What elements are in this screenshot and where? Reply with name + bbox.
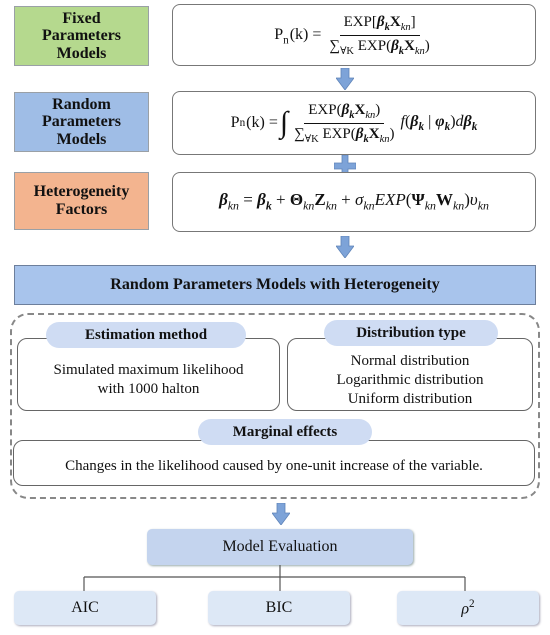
down-arrow-3 [272,503,290,525]
down-arrow-2 [336,236,354,258]
fixed-label-line3: Models [56,44,107,62]
random-f: f [400,112,405,130]
random-lhs: P [230,114,240,131]
plus-icon [334,155,356,177]
banner-text: Random Parameters Models with Heterogene… [110,276,440,293]
fixed-fraction: EXP[βkXkn] ∑∀K EXP(βkXkn) [329,13,430,57]
fixed-label-line1: Fixed [62,9,101,27]
marginal-title-text: Marginal effects [232,423,338,440]
rho-superscript: 2 [469,597,475,610]
random-lhs-arg: (k) = [246,114,278,131]
metric-bic: BIC [208,591,350,625]
distribution-item-uniform: Uniform distribution [347,390,473,407]
random-label-line1: Random [52,95,111,113]
integral-sign: ∫ [279,106,289,139]
random-fraction: EXP(βkXkn) ∑∀K EXP(βkXkn) [294,101,395,145]
fixed-lhs-arg: (k) = [289,25,322,43]
hetero-formula-box: βkn = βk + ΘknZkn + σknEXP(ΨknWkn)υkn [172,172,536,232]
distribution-item-normal: Normal distribution [350,353,470,370]
marginal-text: Changes in the likelihood caused by one-… [65,457,483,474]
estimation-method-title: Estimation method [46,322,246,348]
estimation-method-box: Simulated maximum likelihood with 1000 h… [17,338,280,411]
fixed-lhs-sub: n [283,33,289,46]
distribution-type-title: Distribution type [324,320,498,346]
random-sum: ∑ [294,125,305,142]
metric-aic: AIC [14,591,156,625]
marginal-effects-box: Changes in the likelihood caused by one-… [13,440,535,486]
random-lhs-sub: n [239,117,246,129]
marginal-effects-title: Marginal effects [198,419,372,445]
random-d: d [455,112,464,130]
random-num-exp: EXP [308,101,337,118]
down-arrow-1 [336,68,354,90]
random-label-line2: Parameters [41,113,122,131]
metric-rho-squared: ρ2 [397,591,539,625]
estimation-line1: Simulated maximum likelihood [53,361,244,378]
fixed-den-exp: EXP [357,37,387,54]
metric-bic-label: BIC [265,599,293,616]
methods-container [10,313,540,499]
fixed-sum-sub: ∀K [340,45,354,57]
model-evaluation-box: Model Evaluation [147,529,413,565]
metric-aic-label: AIC [71,599,99,616]
estimation-title-text: Estimation method [84,326,208,343]
fixed-num-exp: EXP [343,13,372,30]
fixed-label-line2: Parameters [41,27,122,45]
model-evaluation-title: Model Evaluation [222,538,338,555]
distribution-item-logarithmic: Logarithmic distribution [336,372,484,389]
fixed-formula: Pn(k) = EXP[βkXkn] ∑∀K EXP(βkXkn) [274,14,434,57]
hetero-label-line1: Heterogeneity [33,183,130,201]
rho-symbol: ρ [461,600,470,618]
hetero-exp: EXP [374,190,406,210]
hetero-label-line2: Factors [55,201,108,218]
distribution-title-text: Distribution type [356,324,466,341]
random-parameters-heterogeneity-banner: Random Parameters Models with Heterogene… [14,265,536,305]
random-sum-sub: ∀K [304,133,319,145]
estimation-line2: with 1000 halton [97,380,200,397]
random-den-exp: EXP [322,125,351,142]
hetero-formula: βkn = βk + ΘknZkn + σknEXP(ΨknWkn)υkn [219,190,489,213]
random-parameters-label: Random Parameters Models [14,92,149,152]
fixed-parameters-label: Fixed Parameters Models [14,6,149,66]
fixed-lhs: P [274,25,284,43]
heterogeneity-factors-label: Heterogeneity Factors [14,172,149,230]
evaluation-connectors [83,565,466,591]
fixed-formula-box: Pn(k) = EXP[βkXkn] ∑∀K EXP(βkXkn) [172,4,536,66]
distribution-type-box: Normal distribution Logarithmic distribu… [287,338,533,411]
metric-rho-label: ρ2 [461,598,474,618]
fixed-sum: ∑ [329,37,341,54]
random-label-line3: Models [56,130,107,148]
